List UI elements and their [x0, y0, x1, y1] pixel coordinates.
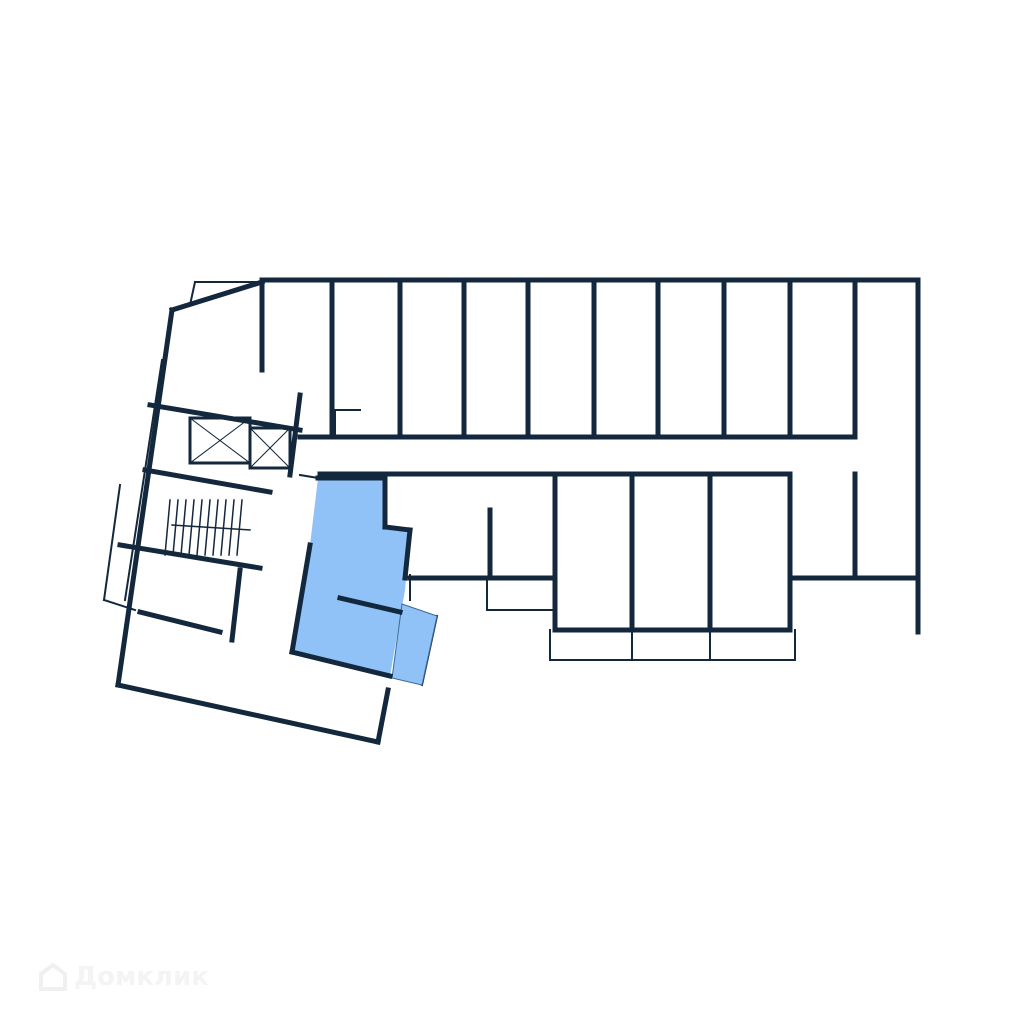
wall	[229, 567, 243, 643]
wall	[336, 594, 404, 616]
elevator-cross	[249, 427, 291, 469]
thin-line	[102, 483, 122, 602]
wall	[117, 542, 263, 571]
wall	[402, 527, 413, 581]
thin-line	[188, 280, 197, 307]
stair-step	[188, 499, 195, 556]
elevator-cross	[189, 417, 251, 464]
stair-step	[171, 524, 251, 531]
wall	[288, 648, 394, 680]
staircase	[164, 499, 251, 556]
wall	[375, 687, 391, 745]
wall	[115, 682, 381, 745]
selected-apartment[interactable]	[292, 478, 410, 676]
stair-step	[180, 499, 187, 556]
stair-step	[164, 499, 171, 556]
wall	[382, 524, 413, 533]
elevator-shaft	[188, 416, 252, 465]
wall	[115, 307, 175, 688]
walls	[115, 277, 921, 745]
wall	[168, 278, 266, 314]
wall	[287, 392, 303, 478]
selected-apartment-balcony[interactable]	[391, 603, 438, 686]
elevator-shaft	[248, 426, 292, 470]
stair-step	[172, 499, 179, 556]
stair-step	[236, 499, 243, 556]
elevator-shafts	[188, 416, 292, 470]
wall	[142, 467, 273, 495]
wall	[136, 608, 224, 636]
watermark: Домклик	[38, 962, 209, 992]
stair-step	[220, 499, 227, 556]
thin-line	[123, 358, 164, 602]
stair-step	[228, 499, 235, 556]
wall	[289, 542, 313, 655]
watermark-text: Домклик	[74, 962, 209, 992]
house-logo-icon	[39, 962, 67, 991]
